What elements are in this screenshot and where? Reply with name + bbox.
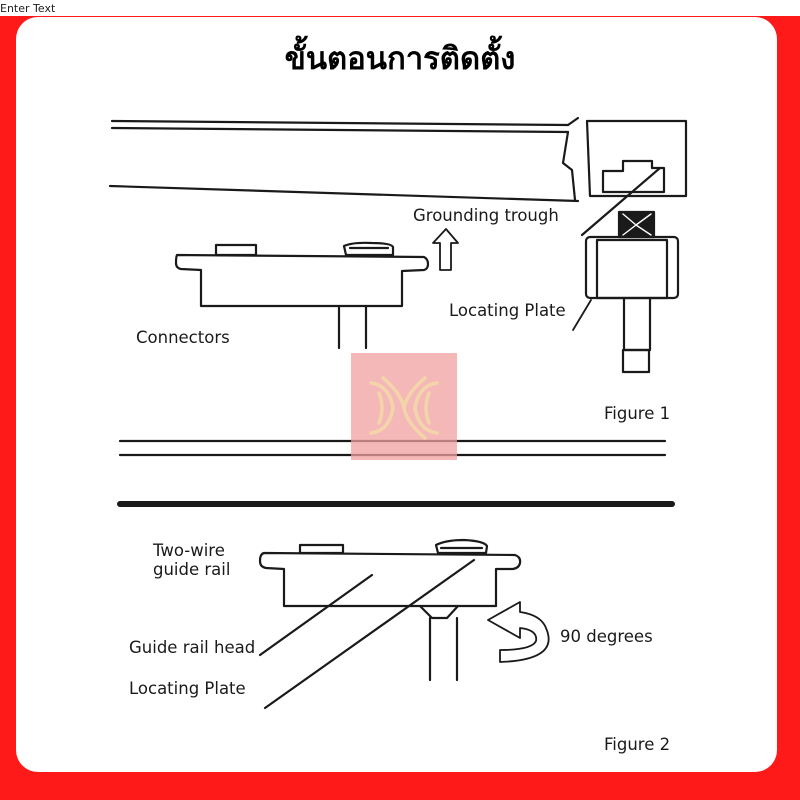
fig1-rail-profile bbox=[585, 119, 688, 198]
up-arrow-icon bbox=[432, 228, 459, 271]
corner-label: Enter Text bbox=[0, 2, 56, 15]
label-locating-plate-fig2: Locating Plate bbox=[129, 679, 246, 698]
figure2-caption: Figure 2 bbox=[604, 735, 671, 754]
label-guide-rail-head: Guide rail head bbox=[129, 638, 256, 657]
label-connectors: Connectors bbox=[136, 328, 230, 347]
fig2-connector-body bbox=[258, 538, 522, 682]
fig1-rail bbox=[108, 116, 580, 203]
label-locating-plate-fig1: Locating Plate bbox=[449, 301, 566, 320]
logo-watermark-icon bbox=[351, 353, 457, 460]
curved-arrow-icon bbox=[487, 601, 550, 663]
leader-guide-rail-head bbox=[258, 573, 374, 657]
label-grounding-trough: Grounding trough bbox=[413, 206, 559, 225]
leader-locating-1 bbox=[572, 299, 592, 331]
page-title: ขั้นตอนการติดตั้ง bbox=[284, 41, 516, 77]
leader-locating-2 bbox=[263, 558, 476, 710]
label-90-degrees: 90 degrees bbox=[560, 627, 653, 646]
fig1-locating-plate-assembly bbox=[584, 210, 680, 374]
fig1-connector-body bbox=[174, 241, 430, 350]
label-two-wire-guide-rail: Two-wire guide rail bbox=[153, 541, 231, 579]
figure1-caption: Figure 1 bbox=[604, 404, 671, 423]
leader-grounding bbox=[580, 166, 662, 237]
